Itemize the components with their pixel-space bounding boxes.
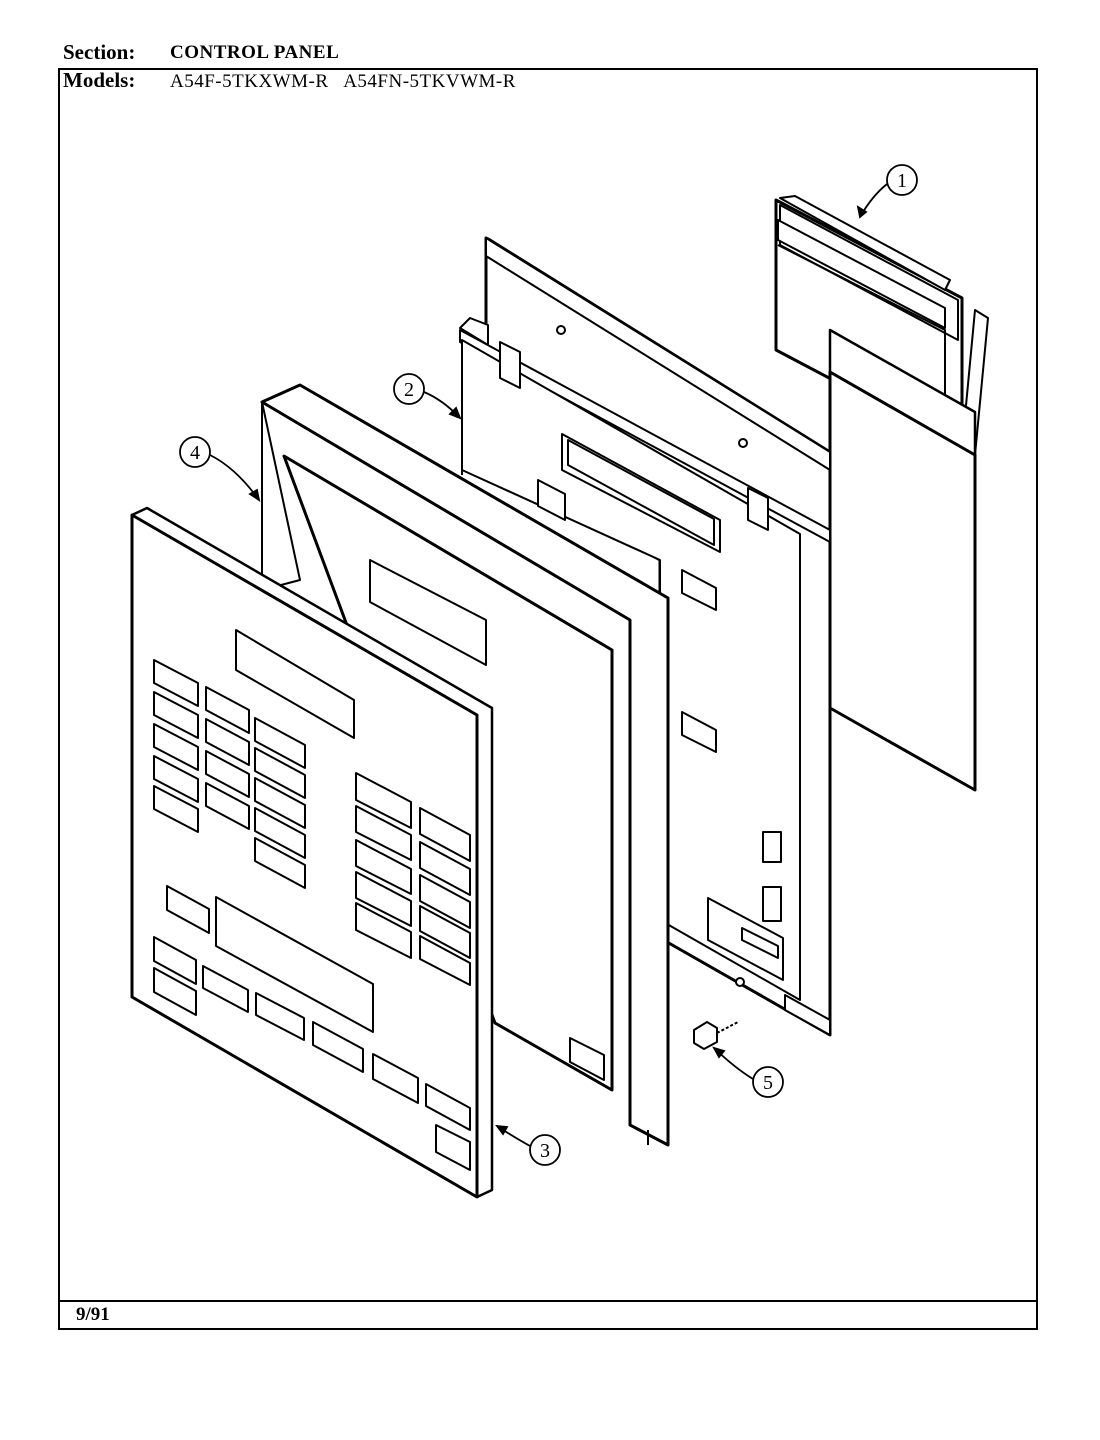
section-value: CONTROL PANEL xyxy=(170,42,340,63)
callout-label-2: 2 xyxy=(404,379,414,401)
models-label: Models: xyxy=(63,68,136,92)
part-1-back-cover xyxy=(774,195,989,792)
callout-4 xyxy=(179,436,261,502)
models-value: A54F-5TKXWM-R A54FN-5TKVWM-R xyxy=(170,71,516,92)
callout-label-1: 1 xyxy=(897,170,907,192)
callout-2 xyxy=(393,373,462,420)
part-5-screw xyxy=(693,1021,739,1050)
footer-divider xyxy=(58,1300,1038,1302)
callout-label-3: 3 xyxy=(540,1140,550,1162)
diagram-frame xyxy=(58,68,1038,1330)
callout-1 xyxy=(856,164,918,219)
callout-5 xyxy=(712,1046,784,1098)
callout-3 xyxy=(495,1124,561,1166)
part-3-front-overlay xyxy=(130,506,494,1199)
footer-date: 9/91 xyxy=(76,1304,110,1325)
callout-label-4: 4 xyxy=(190,442,200,464)
callout-label-5: 5 xyxy=(763,1072,773,1094)
part-2-mounting-plate xyxy=(459,236,832,1037)
section-label: Section: xyxy=(63,40,136,64)
